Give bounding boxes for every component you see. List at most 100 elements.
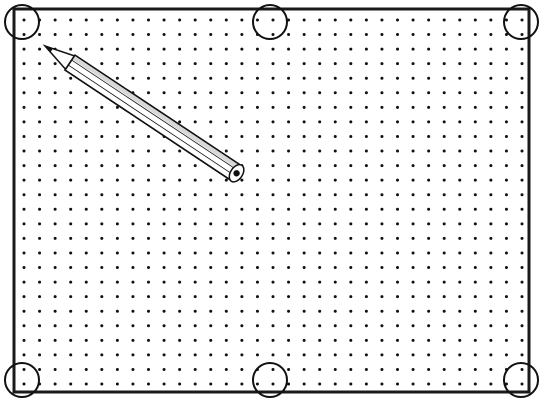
grid-dot [396, 236, 399, 240]
grid-dot [380, 120, 384, 124]
grid-dot [302, 18, 306, 22]
grid-dot [115, 367, 119, 371]
grid-dot [427, 18, 431, 22]
grid-dot [178, 266, 182, 270]
grid-dot [240, 338, 244, 342]
grid-dot [489, 251, 493, 255]
pencil-icon [42, 44, 245, 183]
grid-dot [427, 120, 431, 124]
grid-dot [302, 105, 306, 109]
grid-dot [442, 149, 446, 153]
grid-dot [380, 207, 384, 211]
grid-dot [178, 164, 182, 168]
grid-dot [69, 178, 73, 182]
grid-dot [349, 164, 353, 168]
grid-dot [442, 382, 446, 386]
grid-dot [193, 251, 197, 255]
grid-dot [302, 164, 306, 168]
grid-dot [364, 76, 368, 80]
grid-dot [22, 105, 26, 109]
grid-dot [224, 295, 228, 299]
grid-dot [349, 120, 353, 124]
grid-dot [271, 324, 275, 328]
grid-dot [287, 76, 291, 80]
grid-dot [115, 164, 119, 168]
grid-dot [333, 134, 337, 138]
grid-dot [162, 309, 166, 313]
grid-dot [38, 236, 42, 240]
grid-dot [162, 18, 166, 22]
grid-dot [271, 309, 275, 313]
ring-marker-top-left [4, 4, 40, 40]
grid-dot [53, 367, 57, 371]
grid-dot [520, 62, 524, 66]
grid-dot [318, 338, 322, 342]
grid-dot [333, 193, 337, 197]
grid-dot [53, 236, 57, 240]
grid-dot [442, 47, 446, 51]
grid-dot [333, 76, 337, 80]
grid-dot [396, 18, 399, 22]
grid-dot [38, 62, 42, 66]
grid-dot [396, 338, 399, 342]
grid-dot [178, 47, 182, 51]
grid-dot [380, 149, 384, 153]
grid-dot [396, 120, 399, 124]
grid-dot [38, 295, 42, 299]
grid-dot [209, 324, 213, 328]
grid-dot [193, 207, 197, 211]
grid-dot [209, 266, 213, 270]
grid-dot [380, 193, 384, 197]
grid-dot [115, 18, 119, 22]
grid-dot [178, 18, 182, 22]
grid-dot [224, 18, 228, 22]
grid-dot [53, 193, 57, 197]
grid-dot [396, 295, 399, 299]
grid-dot [380, 367, 384, 371]
grid-dot [22, 324, 26, 328]
grid-dot [115, 33, 119, 37]
grid-dot [473, 105, 477, 109]
grid-dot [53, 105, 57, 109]
grid-dot [520, 76, 524, 80]
grid-dot [193, 309, 197, 313]
grid-dot [364, 164, 368, 168]
grid-dot [473, 47, 477, 51]
grid-dot [489, 178, 493, 182]
grid-dot [427, 47, 431, 51]
grid-dot [255, 47, 259, 51]
grid-dot [69, 236, 73, 240]
grid-dot [115, 120, 119, 124]
grid-dot [53, 33, 57, 37]
grid-dot [442, 251, 446, 255]
grid-dot [22, 193, 26, 197]
grid-dot [255, 236, 259, 240]
grid-dot [84, 338, 88, 342]
grid-dot [427, 105, 431, 109]
grid-dot [318, 134, 322, 138]
grid-dot [147, 353, 150, 357]
grid-dot [349, 76, 353, 80]
grid-dot [178, 251, 182, 255]
grid-dot [287, 280, 291, 284]
grid-dot [349, 91, 353, 95]
grid-dot [318, 91, 322, 95]
grid-dot [302, 178, 306, 182]
grid-dot [224, 236, 228, 240]
grid-dot [318, 367, 322, 371]
grid-dot [349, 207, 353, 211]
ring-marker-top-center [252, 4, 288, 40]
grid-dot [100, 207, 104, 211]
grid-dot [411, 324, 415, 328]
grid-dot [473, 353, 477, 357]
grid-dot [100, 309, 104, 313]
grid-dot [520, 266, 524, 270]
grid-dot [458, 367, 462, 371]
grid-dot [489, 367, 493, 371]
grid-dot [349, 324, 353, 328]
grid-dot [411, 382, 415, 386]
grid-dot [287, 338, 291, 342]
grid-dot [458, 309, 462, 313]
grid-dot [396, 91, 399, 95]
